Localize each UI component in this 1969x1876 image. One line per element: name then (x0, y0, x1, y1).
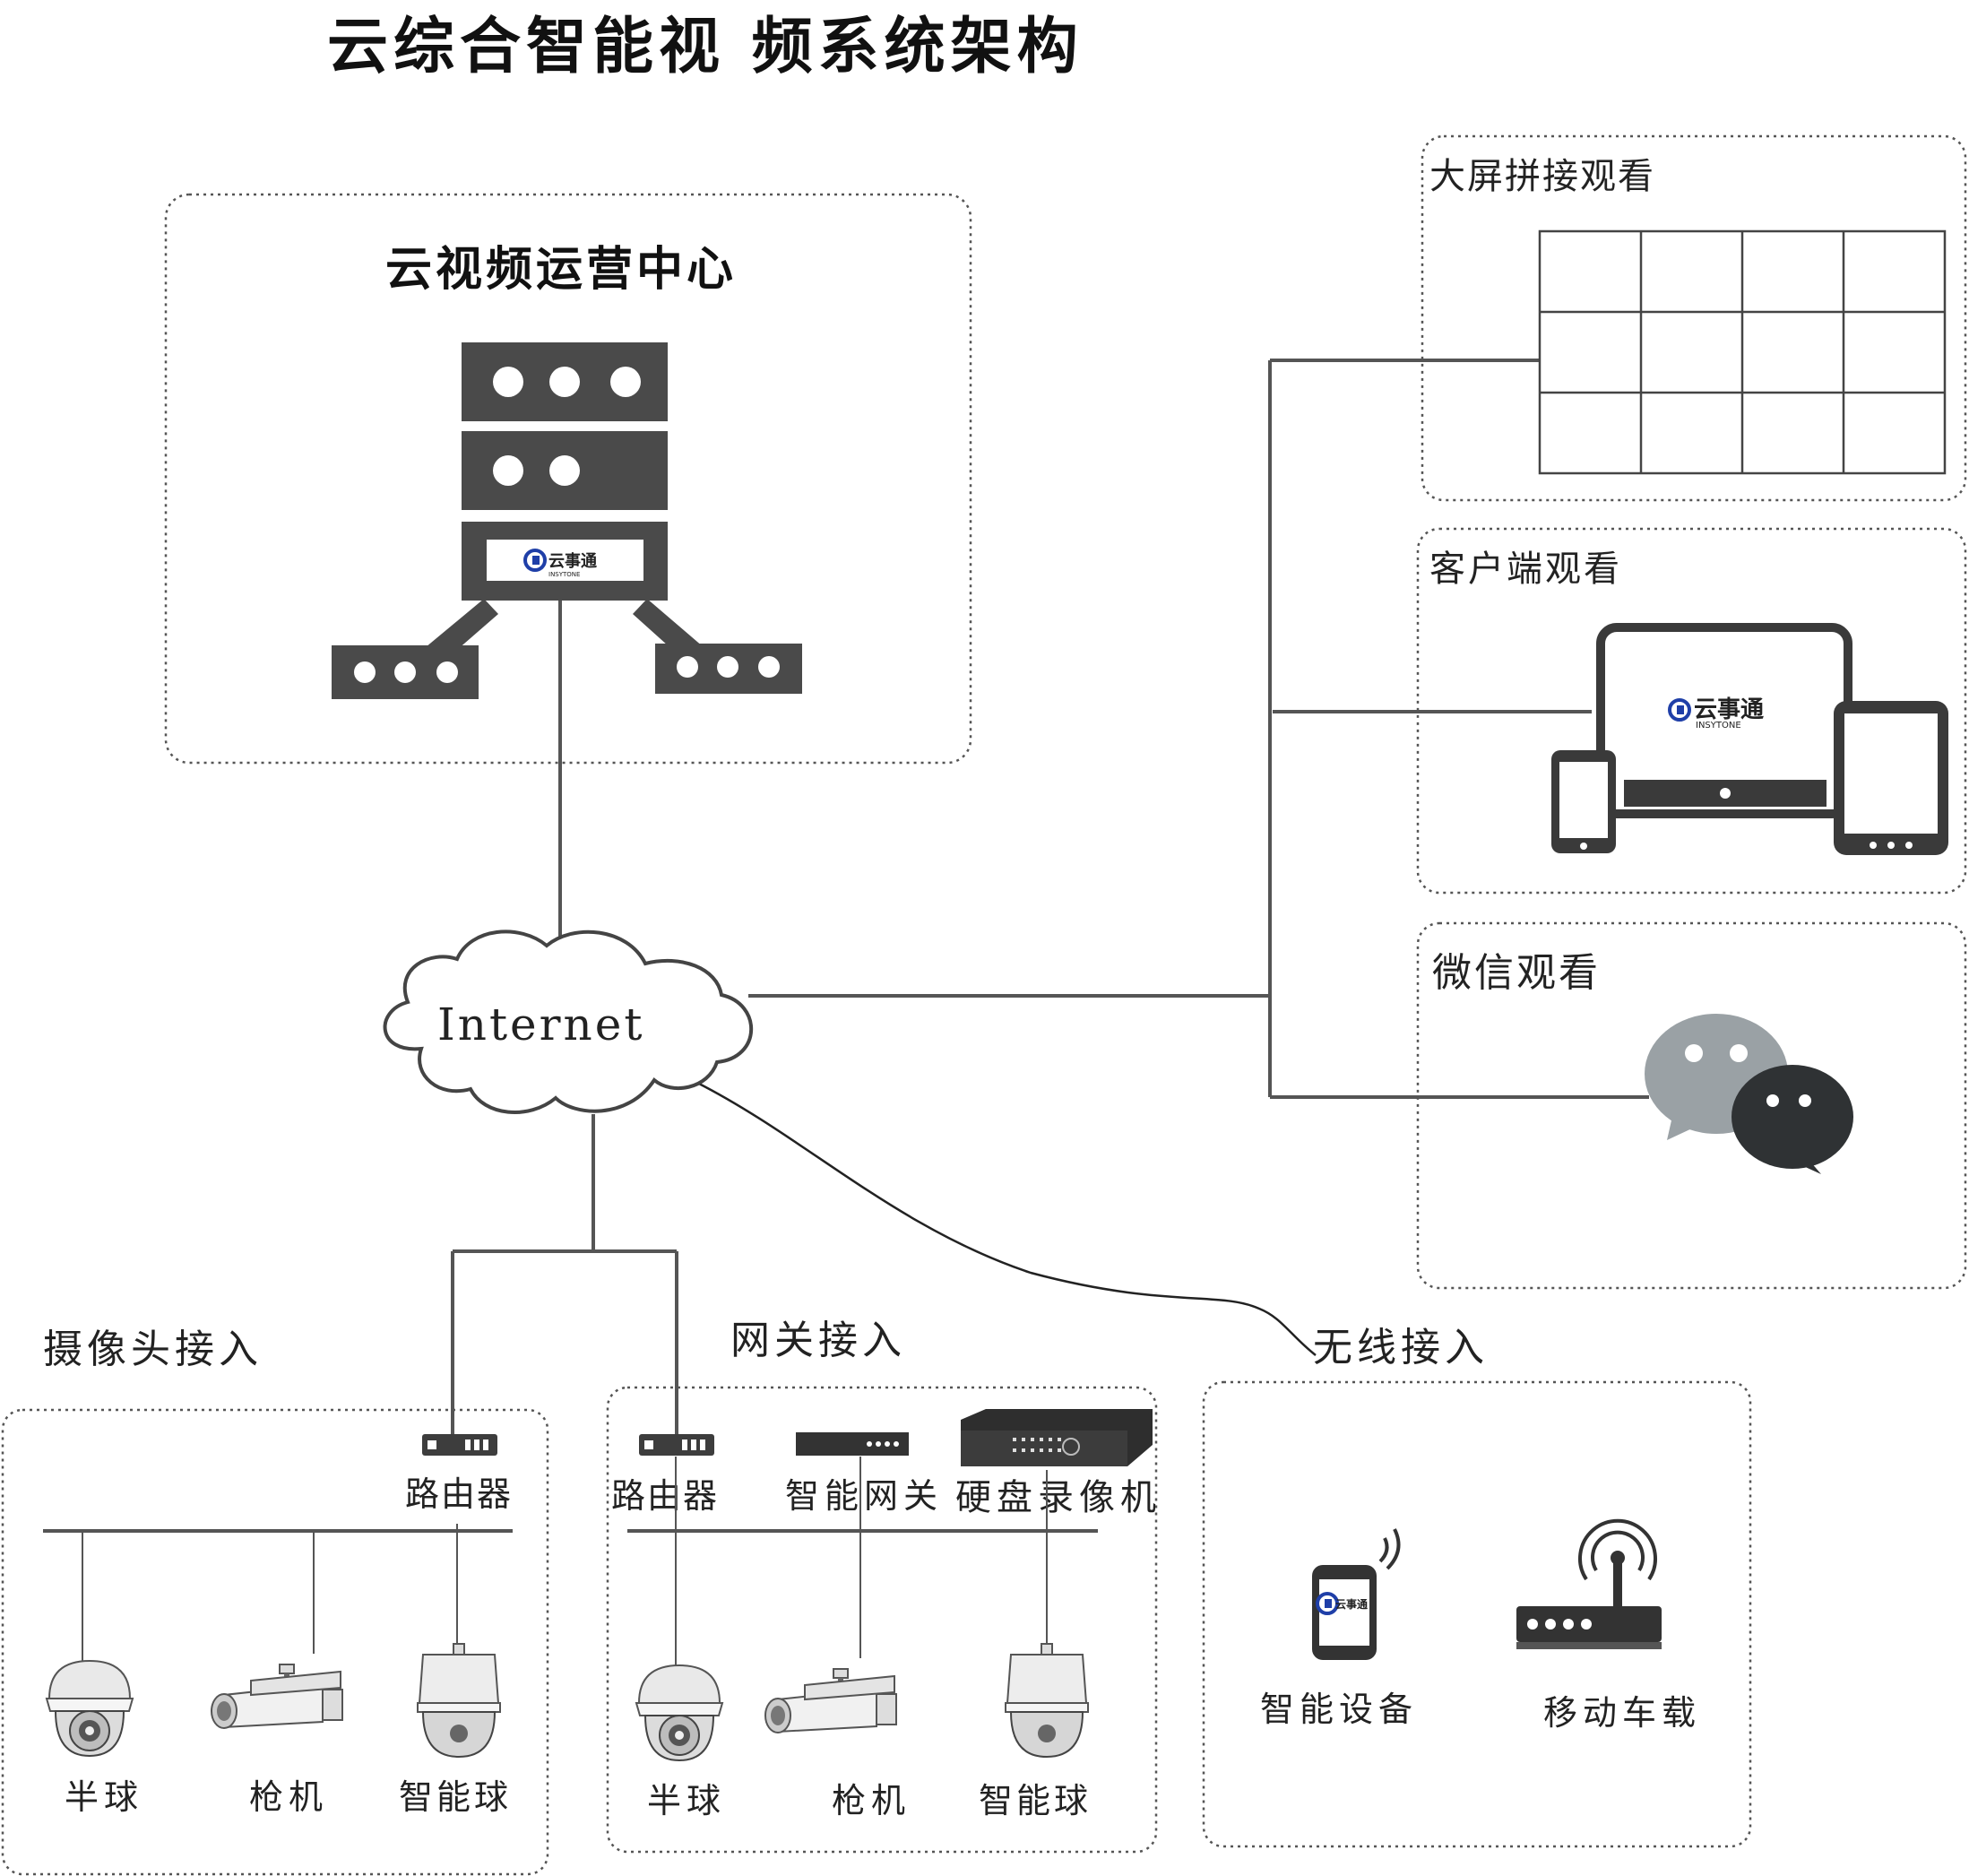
gateway-bullet-camera-icon (765, 1669, 896, 1733)
page-title: 云综合智能视 频系统架构 (327, 12, 1084, 82)
connection-lines (451, 359, 1649, 1439)
dvr-icon (961, 1409, 1153, 1466)
smart-device-icon (1312, 1528, 1401, 1660)
server-icon (332, 342, 802, 699)
gateway-device-label-1: 枪机 (832, 1781, 911, 1820)
bigscreen-label: 大屏拼接观看 (1429, 156, 1655, 197)
smart-gateway-label: 智能网关 (785, 1476, 943, 1516)
smart-gateway-icon (796, 1432, 909, 1456)
wechat-label: 微信观看 (1432, 950, 1601, 996)
camera-drop-lines (82, 1524, 458, 1667)
wireless-section-title: 无线接入 (1313, 1325, 1489, 1370)
wireless-section-panel (1202, 1380, 1752, 1848)
svg-text:INSYTONE: INSYTONE (548, 571, 580, 578)
dvr-label: 硬盘录像机 (955, 1477, 1162, 1518)
gateway-dome-camera-icon (635, 1664, 723, 1761)
bullet-camera-icon (212, 1664, 342, 1728)
svg-text:云事通: 云事通 (1335, 1597, 1368, 1611)
gateway-speed-dome-icon (1005, 1643, 1089, 1758)
wechat-panel (1416, 921, 1967, 1290)
wireless-device-label-0: 智能设备 (1260, 1690, 1418, 1729)
client-panel (1416, 527, 1967, 895)
camera-device-label-0: 半球 (65, 1777, 143, 1817)
wireless-device-label-1: 移动车载 (1543, 1693, 1701, 1733)
speed-dome-camera-icon (417, 1643, 501, 1758)
svg-text:云事通: 云事通 (548, 551, 597, 571)
tablet-icon (1834, 701, 1948, 855)
gateway-device-label-0: 半球 (647, 1781, 726, 1820)
client-logo: 云事通 INSYTONE (1668, 696, 1764, 731)
client-label: 客户端观看 (1429, 549, 1622, 590)
camera-router-label: 路由器 (405, 1474, 513, 1514)
operation-center-title: 云视频运营中心 (385, 243, 737, 297)
svg-text:INSYTONE: INSYTONE (1696, 721, 1741, 731)
phone-icon (1551, 750, 1616, 853)
smart-device-logo: 云事通 (1316, 1592, 1368, 1615)
svg-text:云事通: 云事通 (1694, 696, 1764, 723)
operation-center-panel (164, 193, 972, 765)
server-logo: 云事通 INSYTONE (523, 549, 597, 578)
internet-cloud-icon (383, 929, 754, 1114)
gateway-section-title: 网关接入 (730, 1318, 906, 1363)
gateway-drop-lines (675, 1457, 1048, 1667)
gateway-device-label-2: 智能球 (979, 1781, 1092, 1820)
wechat-icon (1645, 1014, 1853, 1174)
internet-label: Internet (437, 999, 644, 1050)
dome-camera-icon (46, 1660, 134, 1757)
camera-device-label-1: 枪机 (249, 1777, 328, 1817)
gateway-router-label: 路由器 (611, 1476, 719, 1516)
gateway-router-icon (639, 1434, 714, 1456)
camera-section-title: 摄像头接入 (43, 1327, 263, 1372)
camera-device-label-2: 智能球 (399, 1777, 512, 1817)
camera-section-panel (1, 1408, 549, 1876)
vehicle-router-icon (1516, 1518, 1662, 1649)
wireless-link (696, 1081, 1317, 1356)
video-wall-grid-icon (1538, 229, 1947, 475)
camera-router-icon (422, 1434, 497, 1456)
gateway-section-panel (606, 1386, 1158, 1854)
